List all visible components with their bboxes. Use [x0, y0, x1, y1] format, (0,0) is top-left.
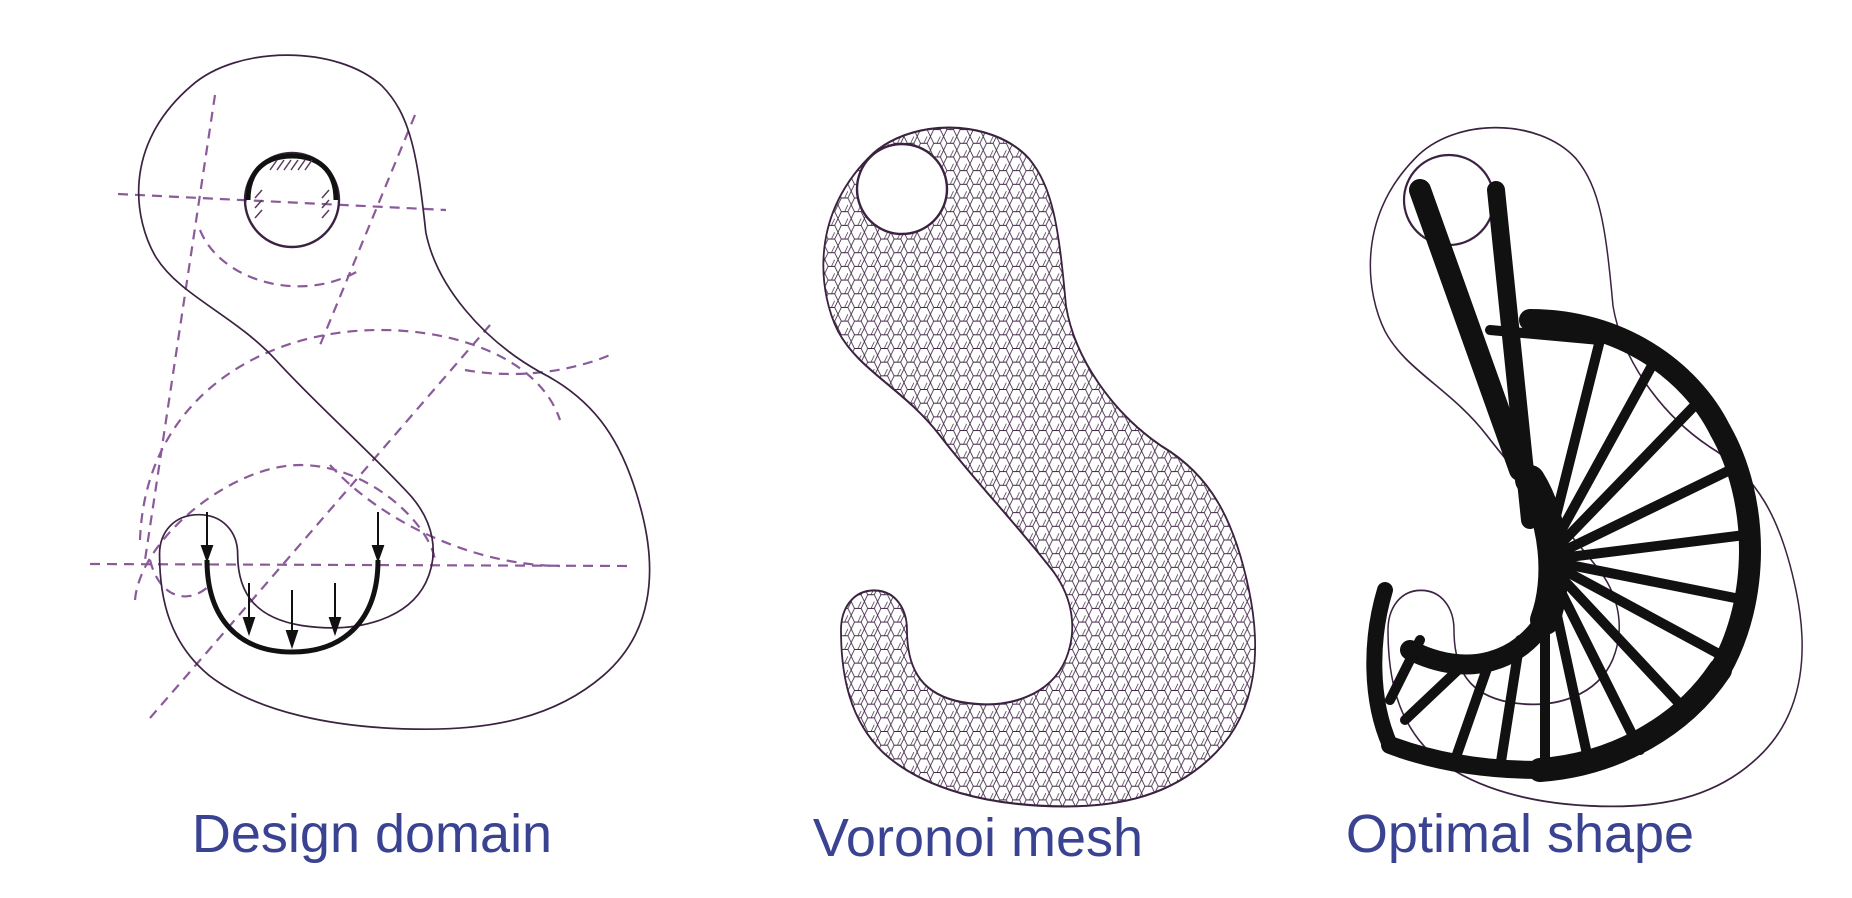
fixed-support-icon [245, 153, 339, 219]
pin-hole [243, 151, 341, 249]
design-domain-panel: Design domain [89, 54, 651, 864]
construction-lines [89, 94, 631, 719]
domain-outline [137, 54, 651, 731]
mesh-pin-hole [855, 142, 949, 236]
caption-design-domain: Design domain [192, 804, 552, 864]
voronoi-mesh-panel: Voronoi mesh [813, 126, 1257, 868]
optimal-shape-panel: Optimal shape [1346, 126, 1804, 864]
load-arrow-icon [200, 512, 385, 650]
caption-voronoi-mesh: Voronoi mesh [813, 808, 1143, 868]
caption-optimal-shape: Optimal shape [1346, 804, 1694, 864]
optimal-structure [1366, 179, 1761, 782]
loaded-boundary [204, 559, 381, 655]
